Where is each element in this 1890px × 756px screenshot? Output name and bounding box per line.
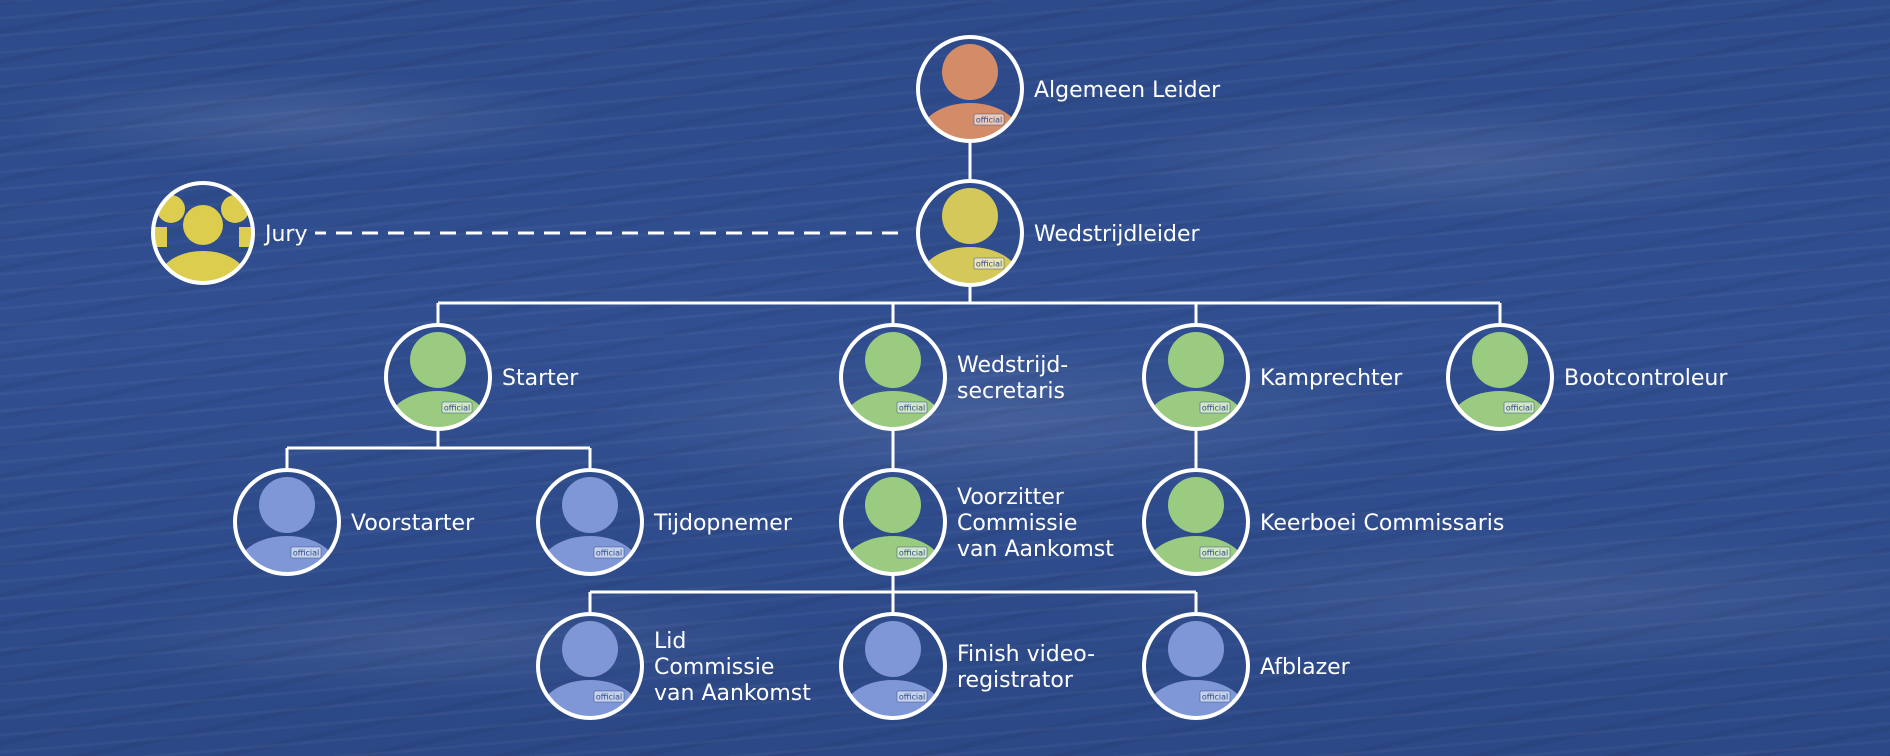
node-label-starter: Starter — [502, 366, 579, 391]
node-label-algemeen-leider: Algemeen Leider — [1034, 78, 1221, 103]
node-label-line: Keerboei Commissaris — [1260, 511, 1504, 536]
avatar-ring — [916, 35, 1024, 143]
node-label-line: Starter — [502, 366, 579, 391]
node-label-line: Jury — [263, 222, 308, 247]
avatar-ring — [536, 468, 644, 576]
node-tijdopnemer: official Tijdopnemer — [536, 468, 793, 576]
official-badge: official — [593, 690, 625, 703]
official-badge: official — [896, 401, 928, 414]
official-badge-text: official — [1202, 404, 1228, 413]
official-badge-text: official — [444, 404, 470, 413]
node-label-afblazer: Afblazer — [1260, 655, 1351, 680]
official-badge: official — [896, 546, 928, 559]
avatar-ring — [839, 612, 947, 720]
official-badge: official — [1503, 401, 1535, 414]
avatar-ring — [536, 612, 644, 720]
official-badge-text: official — [976, 116, 1002, 125]
official-badge: official — [290, 546, 322, 559]
official-badge-text: official — [596, 693, 622, 702]
official-badge-text: official — [1202, 549, 1228, 558]
node-algemeen-leider: official Algemeen Leider — [916, 35, 1221, 143]
avatar-ring — [1142, 323, 1250, 431]
edges-layer — [285, 143, 1502, 612]
node-label-keerboei-commissaris: Keerboei Commissaris — [1260, 511, 1504, 536]
node-label-kamprechter: Kamprechter — [1260, 366, 1403, 391]
node-starter: official Starter — [384, 323, 579, 431]
node-label-line: Afblazer — [1260, 655, 1351, 680]
official-badge: official — [1199, 546, 1231, 559]
node-afblazer: official Afblazer — [1142, 612, 1351, 720]
node-label-line: Kamprechter — [1260, 366, 1403, 391]
official-badge-text: official — [899, 693, 925, 702]
group-icon — [153, 195, 253, 283]
node-label-finish-videoregistrator: Finish video-registrator — [957, 642, 1095, 693]
avatar-ring — [1446, 323, 1554, 431]
node-finish-videoregistrator: official Finish video-registrator — [839, 612, 1095, 720]
node-label-line: Voorstarter — [351, 511, 475, 536]
node-keerboei-commissaris: official Keerboei Commissaris — [1142, 468, 1504, 576]
node-label-line: Commissie — [957, 511, 1077, 536]
avatar-ring — [1142, 468, 1250, 576]
official-badge-text: official — [899, 549, 925, 558]
official-badge: official — [1199, 690, 1231, 703]
node-bootcontroleur: official Bootcontroleur — [1446, 323, 1728, 431]
official-badge: official — [973, 257, 1005, 270]
official-badge-text: official — [976, 260, 1002, 269]
official-badge-text: official — [596, 549, 622, 558]
node-label-tijdopnemer: Tijdopnemer — [653, 511, 793, 536]
node-label-line: Wedstrijd- — [957, 353, 1068, 378]
official-badge: official — [1199, 401, 1231, 414]
avatar-ring — [1142, 612, 1250, 720]
official-badge-text: official — [1506, 404, 1532, 413]
avatar-ring — [839, 323, 947, 431]
node-label-line: Voorzitter — [957, 485, 1065, 510]
official-badge: official — [593, 546, 625, 559]
node-label-line: Algemeen Leider — [1034, 78, 1221, 103]
avatar-ring — [916, 179, 1024, 287]
node-label-line: registrator — [957, 668, 1074, 693]
official-badge-text: official — [899, 404, 925, 413]
node-label-line: Finish video- — [957, 642, 1095, 667]
node-label-wedstrijdsecretaris: Wedstrijd-secretaris — [957, 353, 1068, 404]
node-label-line: Wedstrijdleider — [1034, 222, 1201, 247]
node-label-voorstarter: Voorstarter — [351, 511, 475, 536]
node-label-line: van Aankomst — [654, 681, 811, 706]
node-label-bootcontroleur: Bootcontroleur — [1564, 366, 1728, 391]
node-label-line: van Aankomst — [957, 537, 1114, 562]
node-label-line: Lid — [654, 629, 686, 654]
avatar-ring — [151, 181, 255, 285]
avatar-ring — [233, 468, 341, 576]
node-kamprechter: official Kamprechter — [1142, 323, 1403, 431]
node-label-wedstrijdleider: Wedstrijdleider — [1034, 222, 1201, 247]
official-badge-text: official — [1202, 693, 1228, 702]
official-badge: official — [441, 401, 473, 414]
avatar-ring — [384, 323, 492, 431]
node-voorstarter: official Voorstarter — [233, 468, 475, 576]
node-label-line: Bootcontroleur — [1564, 366, 1728, 391]
node-label-line: Tijdopnemer — [653, 511, 793, 536]
official-badge: official — [973, 113, 1005, 126]
node-wedstrijdsecretaris: official Wedstrijd-secretaris — [839, 323, 1068, 431]
node-label-line: Commissie — [654, 655, 774, 680]
node-label-line: secretaris — [957, 379, 1065, 404]
node-label-jury: Jury — [263, 222, 308, 247]
official-badge-text: official — [293, 549, 319, 558]
node-wedstrijdleider: official Wedstrijdleider — [916, 179, 1201, 287]
node-jury: Jury — [151, 181, 308, 285]
avatar-ring — [839, 468, 947, 576]
official-badge: official — [896, 690, 928, 703]
